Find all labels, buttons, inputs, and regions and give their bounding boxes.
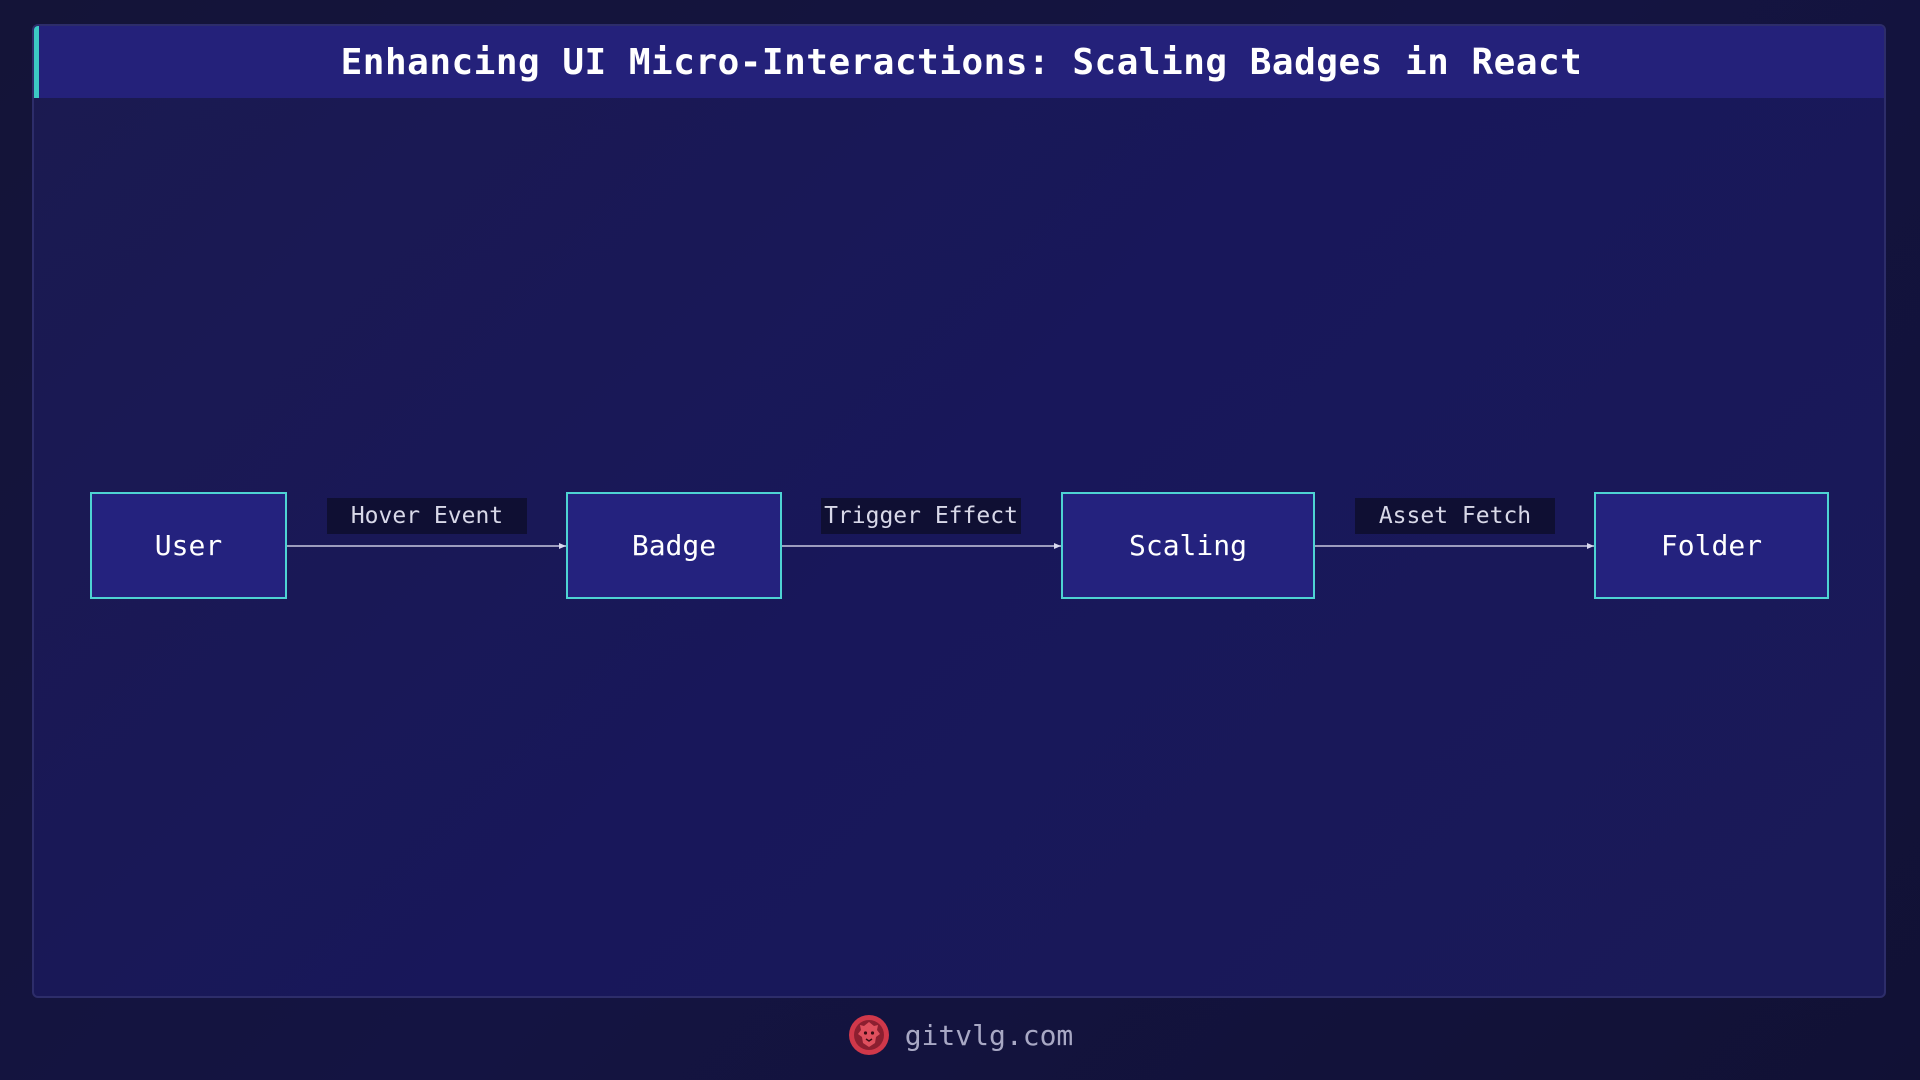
edge-label-asset-fetch: Asset Fetch [1355, 498, 1555, 534]
footer: gitvlg.com [0, 1010, 1920, 1060]
title-bar: Enhancing UI Micro-Interactions: Scaling… [34, 26, 1884, 98]
node-user-label: User [154, 529, 223, 562]
node-folder-label: Folder [1660, 529, 1763, 562]
node-badge: Badge [566, 492, 782, 599]
node-badge-label: Badge [631, 529, 717, 562]
edge-label-hover-event: Hover Event [327, 498, 527, 534]
node-user: User [90, 492, 287, 599]
node-folder: Folder [1594, 492, 1829, 599]
footer-site-link[interactable]: gitvlg.com [904, 1018, 1074, 1052]
page-title: Enhancing UI Micro-Interactions: Scaling… [340, 41, 1583, 83]
node-scaling-label: Scaling [1128, 529, 1247, 562]
lion-logo-icon [848, 1015, 889, 1055]
edge-label-trigger-effect: Trigger Effect [821, 498, 1021, 534]
node-scaling: Scaling [1061, 492, 1315, 599]
